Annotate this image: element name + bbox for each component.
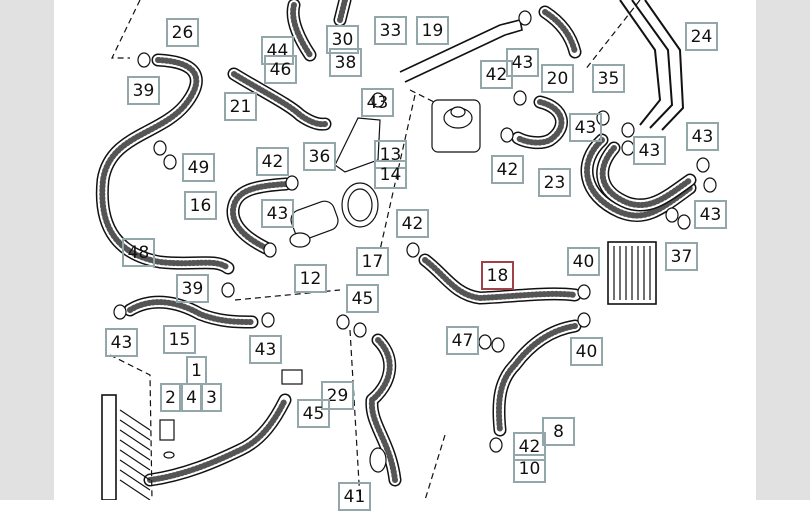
hose-clamp-icon — [263, 242, 277, 258]
part-callout-42[interactable]: 42 — [480, 60, 513, 89]
hose-clamp-icon — [703, 177, 717, 193]
part-callout-4[interactable]: 4 — [181, 383, 202, 412]
part-callout-19[interactable]: 19 — [416, 16, 449, 45]
hose-clamp-icon — [221, 282, 235, 298]
hose-clamp-icon — [353, 322, 367, 338]
part-callout-48[interactable]: 48 — [122, 238, 155, 267]
part-callout-43[interactable]: 43 — [361, 88, 394, 117]
hose-texture — [368, 337, 398, 483]
left-margin — [0, 0, 54, 500]
part-callout-8[interactable]: 8 — [542, 417, 575, 446]
part-callout-12[interactable]: 12 — [294, 264, 327, 293]
hose-texture — [422, 257, 578, 301]
hose-clamp-icon — [153, 140, 167, 156]
part-callout-47[interactable]: 47 — [446, 326, 479, 355]
right-margin — [756, 0, 810, 500]
hose-texture — [337, 0, 348, 23]
part-callout-43[interactable]: 43 — [261, 199, 294, 228]
hose-texture — [290, 2, 313, 58]
part-callout-43[interactable]: 43 — [569, 113, 602, 142]
part-callout-43[interactable]: 43 — [694, 200, 727, 229]
hose-clamp-icon — [137, 52, 151, 68]
part-callout-20[interactable]: 20 — [541, 64, 574, 93]
part-callout-14[interactable]: 14 — [374, 160, 407, 189]
part-callout-45[interactable]: 45 — [297, 399, 330, 428]
hose-texture — [99, 57, 231, 271]
hose-clamp-icon — [665, 207, 679, 223]
part-callout-43[interactable]: 43 — [249, 335, 282, 364]
hose-texture — [147, 397, 288, 483]
hose-clamp-icon — [491, 337, 505, 353]
part-callout-16[interactable]: 16 — [184, 191, 217, 220]
hose-clamp-icon — [489, 437, 503, 453]
hose-texture — [230, 181, 289, 251]
hose-clamp-icon — [500, 127, 514, 143]
part-callout-30[interactable]: 30 — [326, 25, 359, 54]
part-callout-40[interactable]: 40 — [567, 247, 600, 276]
hose-clamp-icon — [696, 157, 710, 173]
hose-clamp-icon — [163, 154, 177, 170]
part-callout-49[interactable]: 49 — [182, 153, 215, 182]
parts-diagram-drawing — [95, 0, 717, 500]
part-callout-39[interactable]: 39 — [176, 274, 209, 303]
part-callout-10[interactable]: 10 — [513, 454, 546, 483]
part-callout-41[interactable]: 41 — [338, 482, 371, 511]
part-callout-1[interactable]: 1 — [186, 356, 207, 385]
part-callout-43[interactable]: 43 — [506, 48, 539, 77]
hose-clamp-icon — [371, 92, 385, 108]
part-callout-36[interactable]: 36 — [303, 142, 336, 171]
hose-clamp-icon — [513, 90, 527, 106]
hose-clamp-icon — [261, 312, 275, 328]
hose-clamp-icon — [518, 10, 532, 26]
part-callout-35[interactable]: 35 — [592, 64, 625, 93]
hose-clamp-icon — [478, 334, 492, 350]
part-callout-39[interactable]: 39 — [127, 76, 160, 105]
hose-clamp-icon — [285, 175, 299, 191]
part-callout-38[interactable]: 38 — [329, 48, 362, 77]
hose-texture — [542, 9, 578, 55]
hose-texture — [599, 145, 693, 208]
hose-clamp-icon — [336, 314, 350, 330]
part-callout-2[interactable]: 2 — [160, 383, 181, 412]
hose-clamp-icon — [577, 312, 591, 328]
part-callout-15[interactable]: 15 — [163, 325, 196, 354]
part-callout-17[interactable]: 17 — [356, 247, 389, 276]
part-callout-37[interactable]: 37 — [665, 242, 698, 271]
hose-texture — [231, 71, 328, 128]
hose-texture — [515, 99, 565, 146]
part-callout-26[interactable]: 26 — [166, 18, 199, 47]
part-callout-21[interactable]: 21 — [224, 92, 257, 121]
part-callout-42[interactable]: 42 — [396, 209, 429, 238]
part-callout-40[interactable]: 40 — [570, 337, 603, 366]
part-callout-42[interactable]: 42 — [491, 155, 524, 184]
dashed-leader — [111, 0, 141, 59]
part-callout-18[interactable]: 18 — [481, 261, 514, 290]
hose-texture — [584, 137, 693, 219]
part-callout-43[interactable]: 43 — [686, 122, 719, 151]
part-callout-43[interactable]: 43 — [633, 136, 666, 165]
hose-clamp-icon — [677, 214, 691, 230]
part-callout-45[interactable]: 45 — [346, 284, 379, 313]
part-callout-33[interactable]: 33 — [374, 16, 407, 45]
hose-clamp-icon — [621, 122, 635, 138]
part-callout-24[interactable]: 24 — [685, 22, 718, 51]
hose-clamp-icon — [577, 284, 591, 300]
part-callout-43[interactable]: 43 — [105, 328, 138, 357]
part-callout-42[interactable]: 42 — [513, 432, 546, 461]
part-callout-42[interactable]: 42 — [256, 147, 289, 176]
part-callout-23[interactable]: 23 — [538, 168, 571, 197]
hose-texture — [127, 299, 255, 325]
hose-clamp-icon — [406, 242, 420, 258]
part-callout-3[interactable]: 3 — [201, 383, 222, 412]
hose-clamp-icon — [113, 304, 127, 320]
hose-texture — [495, 323, 578, 433]
part-callout-46[interactable]: 46 — [264, 55, 297, 84]
part-callout-29[interactable]: 29 — [321, 381, 354, 410]
